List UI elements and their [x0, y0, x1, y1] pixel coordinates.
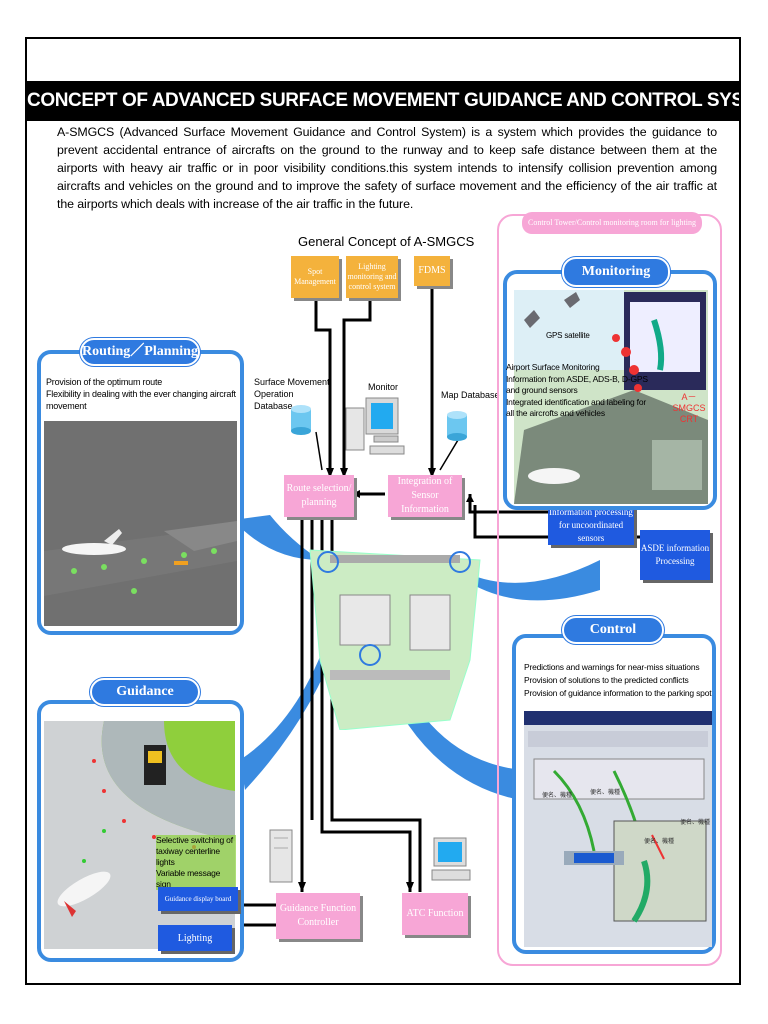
general-concept-heading: General Concept of A-SMGCS [298, 234, 475, 249]
routing-line-2: Flexibility in dealing with the ever cha… [46, 389, 236, 411]
guidance-display-board-box: Guidance display board [158, 887, 238, 911]
control-jp-1: 便名、機種 [542, 793, 573, 799]
control-line-1: Predictions and warnings for near-miss s… [524, 662, 700, 672]
swoosh-monitoring [460, 560, 600, 601]
monitoring-title: Monitoring [562, 257, 670, 287]
lighting-box: Lighting [158, 925, 232, 951]
control-jp-3: 便名、機種 [680, 820, 711, 826]
routing-title: Routing／Planning [80, 338, 200, 366]
swoosh-control [375, 655, 522, 800]
fdms-box: FDMS [414, 256, 450, 286]
monitor-label: Monitor [368, 382, 399, 392]
guidance-title: Guidance [90, 678, 200, 706]
surface-movement-db-label: Surface Movement Operation Database [254, 377, 330, 411]
guidance-function-controller-box: Guidance Function Controller [276, 893, 360, 939]
control-jp-2: 便名、機種 [590, 790, 621, 796]
monitoring-line-2: Information from ASDE, ADS-B, D-GPS [506, 373, 648, 384]
monitoring-line-1: Airport Surface Monitoring [506, 362, 600, 372]
control-text: Predictions and warnings for near-miss s… [524, 661, 714, 700]
page-title: CONCEPT OF ADVANCED SURFACE MOVEMENT GUI… [27, 81, 739, 121]
crt-label: A－SMGCS CRT [672, 392, 706, 424]
airport-map [309, 549, 481, 730]
asde-processing-box: ASDE information Processing [640, 530, 710, 580]
monitoring-line-5: all the aircrofts and vehicles [506, 408, 605, 418]
database-icon [291, 405, 311, 435]
lighting-monitoring-box: Lighting monitoring and control system [346, 256, 398, 298]
atc-function-box: ATC Function [402, 893, 468, 935]
monitoring-image [514, 290, 708, 504]
routing-line-1: Provision of the optimum route [46, 377, 163, 387]
monitoring-line-4: Integrated identification and labeling f… [506, 396, 646, 407]
control-jp-4: 便名、機種 [644, 839, 675, 845]
server-icon [269, 829, 293, 883]
guidance-text: Selective switching of taxiway centerlin… [156, 835, 236, 890]
spot-management-box: Spot Management [291, 256, 339, 298]
map-database-icon [447, 411, 467, 441]
control-line-3: Provision of guidance information to the… [524, 688, 712, 698]
routing-image [44, 421, 237, 626]
monitoring-text: Airport Surface Monitoring Information f… [506, 362, 656, 420]
info-processing-box: Information processing for uncoordinated… [548, 505, 634, 545]
control-image [524, 711, 712, 947]
control-title: Control [562, 616, 664, 644]
monitor-icon [345, 397, 405, 455]
swoosh-guidance [240, 630, 338, 790]
control-line-2: Provision of solutions to the predicted … [524, 675, 689, 685]
map-database-label: Map Database [441, 390, 500, 400]
guidance-line-2: taxiway centerline lights [156, 846, 220, 867]
route-selection-box: Route selection/ planning [284, 475, 354, 517]
integration-sensor-box: Integration of Sensor Information [388, 475, 462, 517]
control-tower-tab: Control Tower/Control monitoring room fo… [522, 212, 702, 234]
gps-label: GPS satellite [546, 331, 590, 340]
intro-paragraph: A-SMGCS (Advanced Surface Movement Guida… [57, 125, 717, 211]
guidance-line-3: Variable message sign [156, 868, 221, 889]
atc-computer-icon [431, 837, 471, 881]
guidance-line-1: Selective switching of [156, 835, 233, 845]
monitoring-line-3: and ground sensors [506, 385, 578, 395]
routing-text: Provision of the optimum route Flexibili… [46, 376, 236, 412]
swoosh-routing [233, 515, 320, 560]
